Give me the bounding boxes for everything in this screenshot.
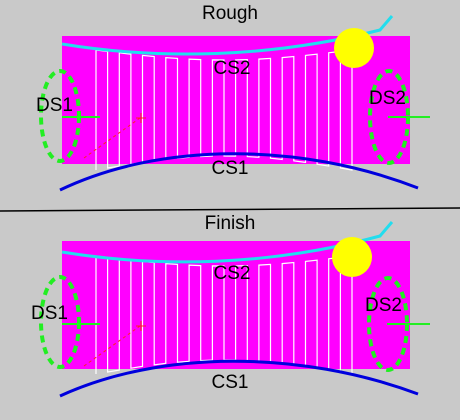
tool-ball bbox=[332, 237, 372, 277]
rough-panel: Rough CS2 CS1 DS1 DS2 bbox=[36, 3, 430, 192]
finish-panel: Finish CS2 CS1 DS1 DS2 bbox=[31, 213, 430, 398]
panel-divider bbox=[0, 207, 460, 212]
tool-ball bbox=[334, 28, 374, 68]
cs1-label: CS1 bbox=[212, 158, 249, 179]
ds1-label: DS1 bbox=[36, 95, 73, 116]
zigzag-toolpath bbox=[95, 255, 353, 375]
cs1-curve bbox=[59, 152, 419, 192]
ds2-label: DS2 bbox=[369, 88, 406, 109]
start-point-marker bbox=[136, 321, 146, 331]
panel-title: Finish bbox=[205, 213, 256, 234]
cs2-label: CS2 bbox=[214, 263, 251, 284]
ds1-guide bbox=[39, 275, 81, 369]
cs1-label: CS1 bbox=[212, 372, 249, 393]
cs2-label: CS2 bbox=[214, 58, 251, 79]
ds1-label: DS1 bbox=[31, 303, 68, 324]
start-point-marker bbox=[136, 113, 146, 123]
cs1-curve bbox=[59, 359, 419, 398]
panel-title: Rough bbox=[202, 3, 258, 24]
ds2-label: DS2 bbox=[365, 295, 402, 316]
